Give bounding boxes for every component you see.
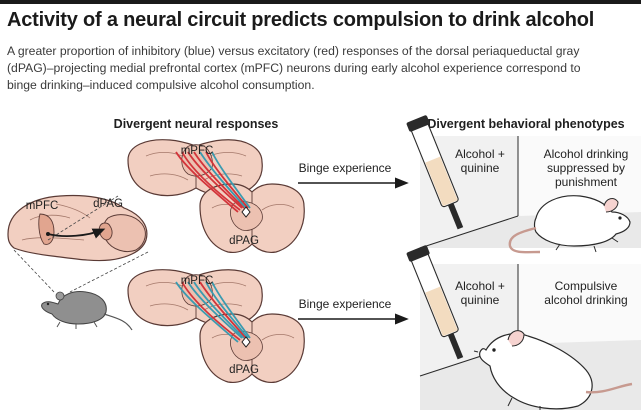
coronal-bottom-mpfc-label: mPFC	[181, 275, 214, 287]
subtitle-line-1: A greater proportion of inhibitory (blue…	[7, 44, 580, 58]
coronal-brains-bottom	[127, 269, 305, 383]
bottle-bottom-label-2: quinine	[461, 293, 500, 307]
coronal-bottom-dpag-label: dPAG	[229, 364, 259, 376]
rat-illustration-bottom	[473, 330, 633, 410]
figure-diagram: Divergent neural responses Divergent beh…	[7, 115, 641, 410]
projection-fibers-top	[175, 151, 251, 213]
mouse-illustration-small	[41, 291, 133, 331]
subtitle-line-2: (dPAG)–projecting medial prefrontal cort…	[7, 61, 581, 75]
sagittal-mpfc-label: mPFC	[26, 200, 59, 212]
top-rule	[0, 0, 641, 4]
sagittal-brain	[7, 194, 148, 262]
figure-title: Activity of a neural circuit predicts co…	[7, 9, 595, 31]
binge-label-top: Binge experience	[299, 161, 392, 175]
binge-label-bottom: Binge experience	[299, 297, 392, 311]
outcome-bottom-line-2: alcohol drinking	[544, 293, 627, 307]
coronal-top-dpag-label: dPAG	[229, 235, 259, 247]
outcome-top-line-1: Alcohol drinking	[544, 147, 629, 161]
rat-illustration-top	[508, 195, 631, 254]
bottle-bottom	[406, 245, 464, 360]
coronal-top-mpfc-label: mPFC	[181, 145, 214, 157]
outcome-top-line-2: suppressed by	[547, 161, 625, 175]
outcome-bottom-line-1: Compulsive	[555, 279, 618, 293]
projection-fibers-bottom	[175, 281, 251, 343]
bottle-bottom-label-1: Alcohol +	[455, 279, 505, 293]
outcome-top-line-3: punishment	[555, 175, 618, 189]
subtitle-line-3: binge drinking–induced compulsive alcoho…	[7, 78, 315, 92]
bottle-top-label-1: Alcohol +	[455, 147, 505, 161]
bottle-top-label-2: quinine	[461, 161, 500, 175]
header-behavioral: Divergent behavioral phenotypes	[427, 117, 624, 131]
header-neural: Divergent neural responses	[114, 117, 279, 131]
figure-subtitle: A greater proportion of inhibitory (blue…	[7, 43, 635, 94]
coronal-brains-top	[127, 139, 305, 253]
sagittal-dpag-label: dPAG	[93, 198, 123, 210]
bottle-top	[406, 115, 464, 230]
